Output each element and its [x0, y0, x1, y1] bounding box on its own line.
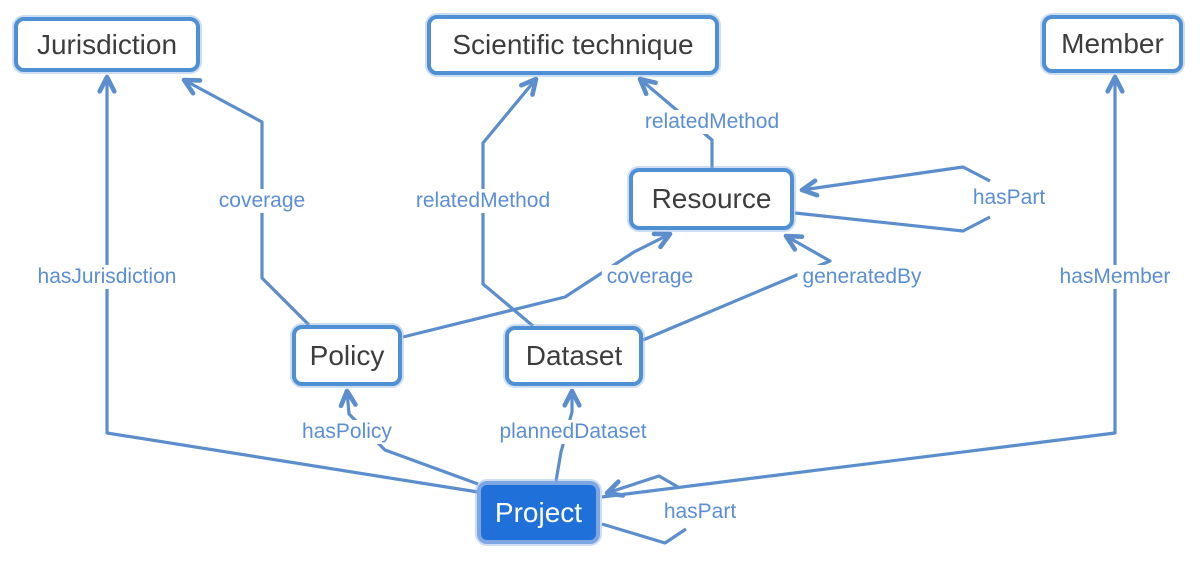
edge-dataset-generatedBy-line: [642, 234, 832, 342]
edge-dataset-relatedMethod-arrowhead: [519, 76, 539, 97]
edge-project-hasMember-line: [601, 77, 1117, 499]
edge-label-hasMember: hasMember: [1054, 264, 1176, 290]
edge-project-hasPart-arrowhead: [604, 479, 626, 498]
edge-project-hasMember-arrowhead: [1105, 74, 1125, 94]
edge-label-relatedMethod: relatedMethod: [410, 188, 556, 214]
edge-label-generatedBy: generatedBy: [797, 264, 927, 290]
edge-dataset-generatedBy-arrowhead: [783, 233, 805, 252]
edge-project-hasPolicy-arrowhead: [338, 388, 358, 409]
node-member[interactable]: Member: [1042, 15, 1183, 73]
edge-label-hasPart: hasPart: [967, 185, 1051, 211]
edge-label-hasJurisdiction: hasJurisdiction: [32, 264, 182, 290]
edge-resource-hasPart-arrowhead: [799, 178, 820, 198]
edge-policy-coverage-arrowhead: [651, 231, 673, 250]
edge-resource-hasPart-line: [794, 211, 991, 233]
node-jurisdiction[interactable]: Jurisdiction: [14, 17, 200, 72]
node-scientific-technique[interactable]: Scientific technique: [427, 15, 719, 75]
edge-label-coverage: coverage: [213, 188, 311, 214]
node-resource[interactable]: Resource: [629, 168, 794, 230]
edge-project-hasPart-line: [601, 522, 687, 545]
edge-policy-coverage-arrowhead: [181, 77, 203, 96]
node-project[interactable]: Project: [477, 481, 600, 544]
edge-label-coverage: coverage: [601, 264, 699, 290]
edge-policy-coverage-line: [402, 232, 671, 339]
edge-resource-relatedMethod-line: [638, 77, 714, 168]
edge-dataset-relatedMethod-line: [481, 77, 538, 328]
edge-project-plannedDataset-arrowhead: [562, 388, 582, 408]
edge-label-hasPart: hasPart: [658, 499, 742, 525]
edge-resource-hasPart-return-line: [801, 165, 991, 192]
edge-label-hasPolicy: hasPolicy: [297, 419, 397, 445]
edge-project-hasJurisdiction-line: [105, 77, 479, 494]
edge-label-relatedMethod: relatedMethod: [639, 109, 785, 135]
node-policy[interactable]: Policy: [292, 325, 402, 386]
edge-label-plannedDataset: plannedDataset: [494, 419, 652, 445]
edge-resource-relatedMethod-arrowhead: [637, 76, 658, 97]
edge-project-hasJurisdiction-arrowhead: [97, 74, 117, 94]
edge-project-hasPart-return-line: [606, 474, 679, 495]
node-dataset[interactable]: Dataset: [505, 326, 643, 386]
